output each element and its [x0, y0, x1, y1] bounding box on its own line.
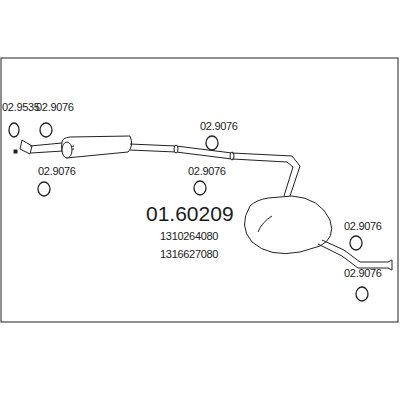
- callout-number: 1310264080: [160, 231, 218, 242]
- part-number: 01.60209: [146, 203, 234, 224]
- callout-number: 1316627080: [160, 249, 218, 260]
- callout-number: 02.9535: [2, 102, 40, 113]
- callout-number: 02.9076: [344, 221, 382, 232]
- callout-number: 02.9076: [200, 121, 238, 132]
- front-muffler: [62, 136, 132, 158]
- tail-pipe: [318, 240, 388, 268]
- callout-number: 02.9076: [36, 102, 74, 113]
- middle-pipe: [232, 153, 300, 196]
- rear-muffler: [244, 196, 331, 254]
- flange: [20, 140, 32, 154]
- frame: [1, 58, 398, 322]
- front-pipe: [30, 143, 63, 153]
- callout-number: 02.9076: [38, 166, 76, 177]
- clamp-ring: [9, 123, 368, 301]
- callout-number: 02.9076: [344, 268, 382, 279]
- callout-number: 02.9076: [188, 166, 226, 177]
